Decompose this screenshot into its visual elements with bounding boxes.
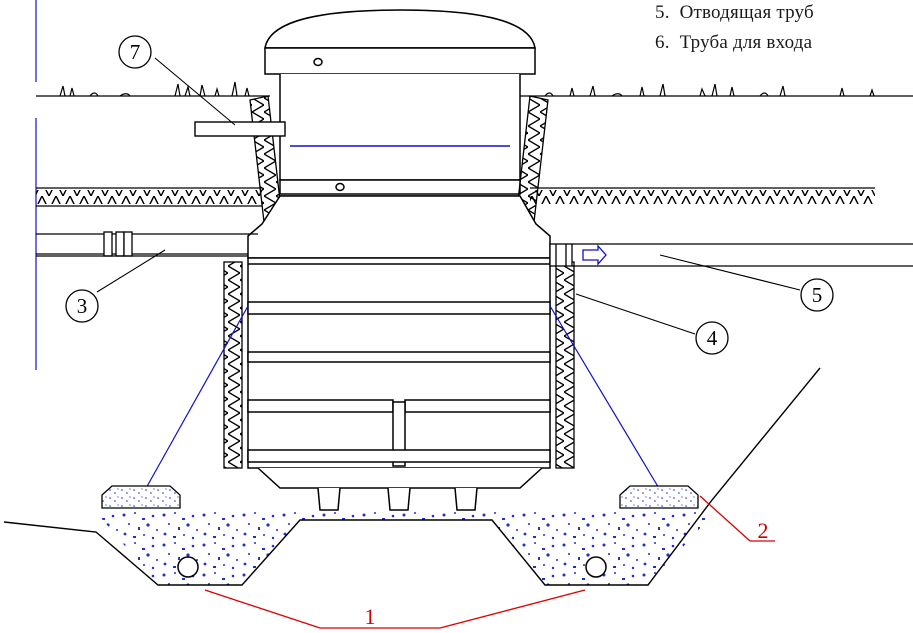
callout-2-label: 2 [758,518,769,543]
drain-pipe-right [585,556,607,578]
callout-4-label: 4 [707,326,718,350]
flow-arrow-icon [582,244,607,266]
ground-surface [36,81,913,97]
callout-1: 1 [204,589,586,629]
anchor-cables [144,305,661,491]
legend-item-5: 5. Отводящая труб [655,2,814,24]
inlet-pipe-3 [36,231,258,257]
callout-5-label: 5 [812,283,823,307]
callout-7: 7 [118,35,236,126]
legend-text-5: Отводящая труб [679,2,814,23]
legend-number-6: 6. [655,32,670,53]
gravel-bed [3,367,821,586]
callout-1-label: 1 [365,604,376,629]
anchor-blocks [101,485,699,509]
drain-pipe-left [177,556,199,578]
tank-lid [264,9,536,75]
pit-walls [223,261,575,469]
legend-item-6: 6. Труба для входа [655,32,812,54]
tank-neck [279,74,521,197]
callout-7-label: 7 [130,40,141,64]
legend-number-5: 5. [655,2,670,23]
legend-text-6: Труба для входа [679,32,813,53]
tank-body [247,195,551,511]
callout-3: 3 [65,249,166,323]
callout-3-label: 3 [77,294,88,318]
callout-2: 2 [699,495,775,543]
callout-5: 5 [659,254,834,312]
callout-4: 4 [575,293,729,355]
insulation-layer [36,187,875,207]
outlet-pipe-5 [549,243,913,267]
pipe-7 [194,121,286,137]
